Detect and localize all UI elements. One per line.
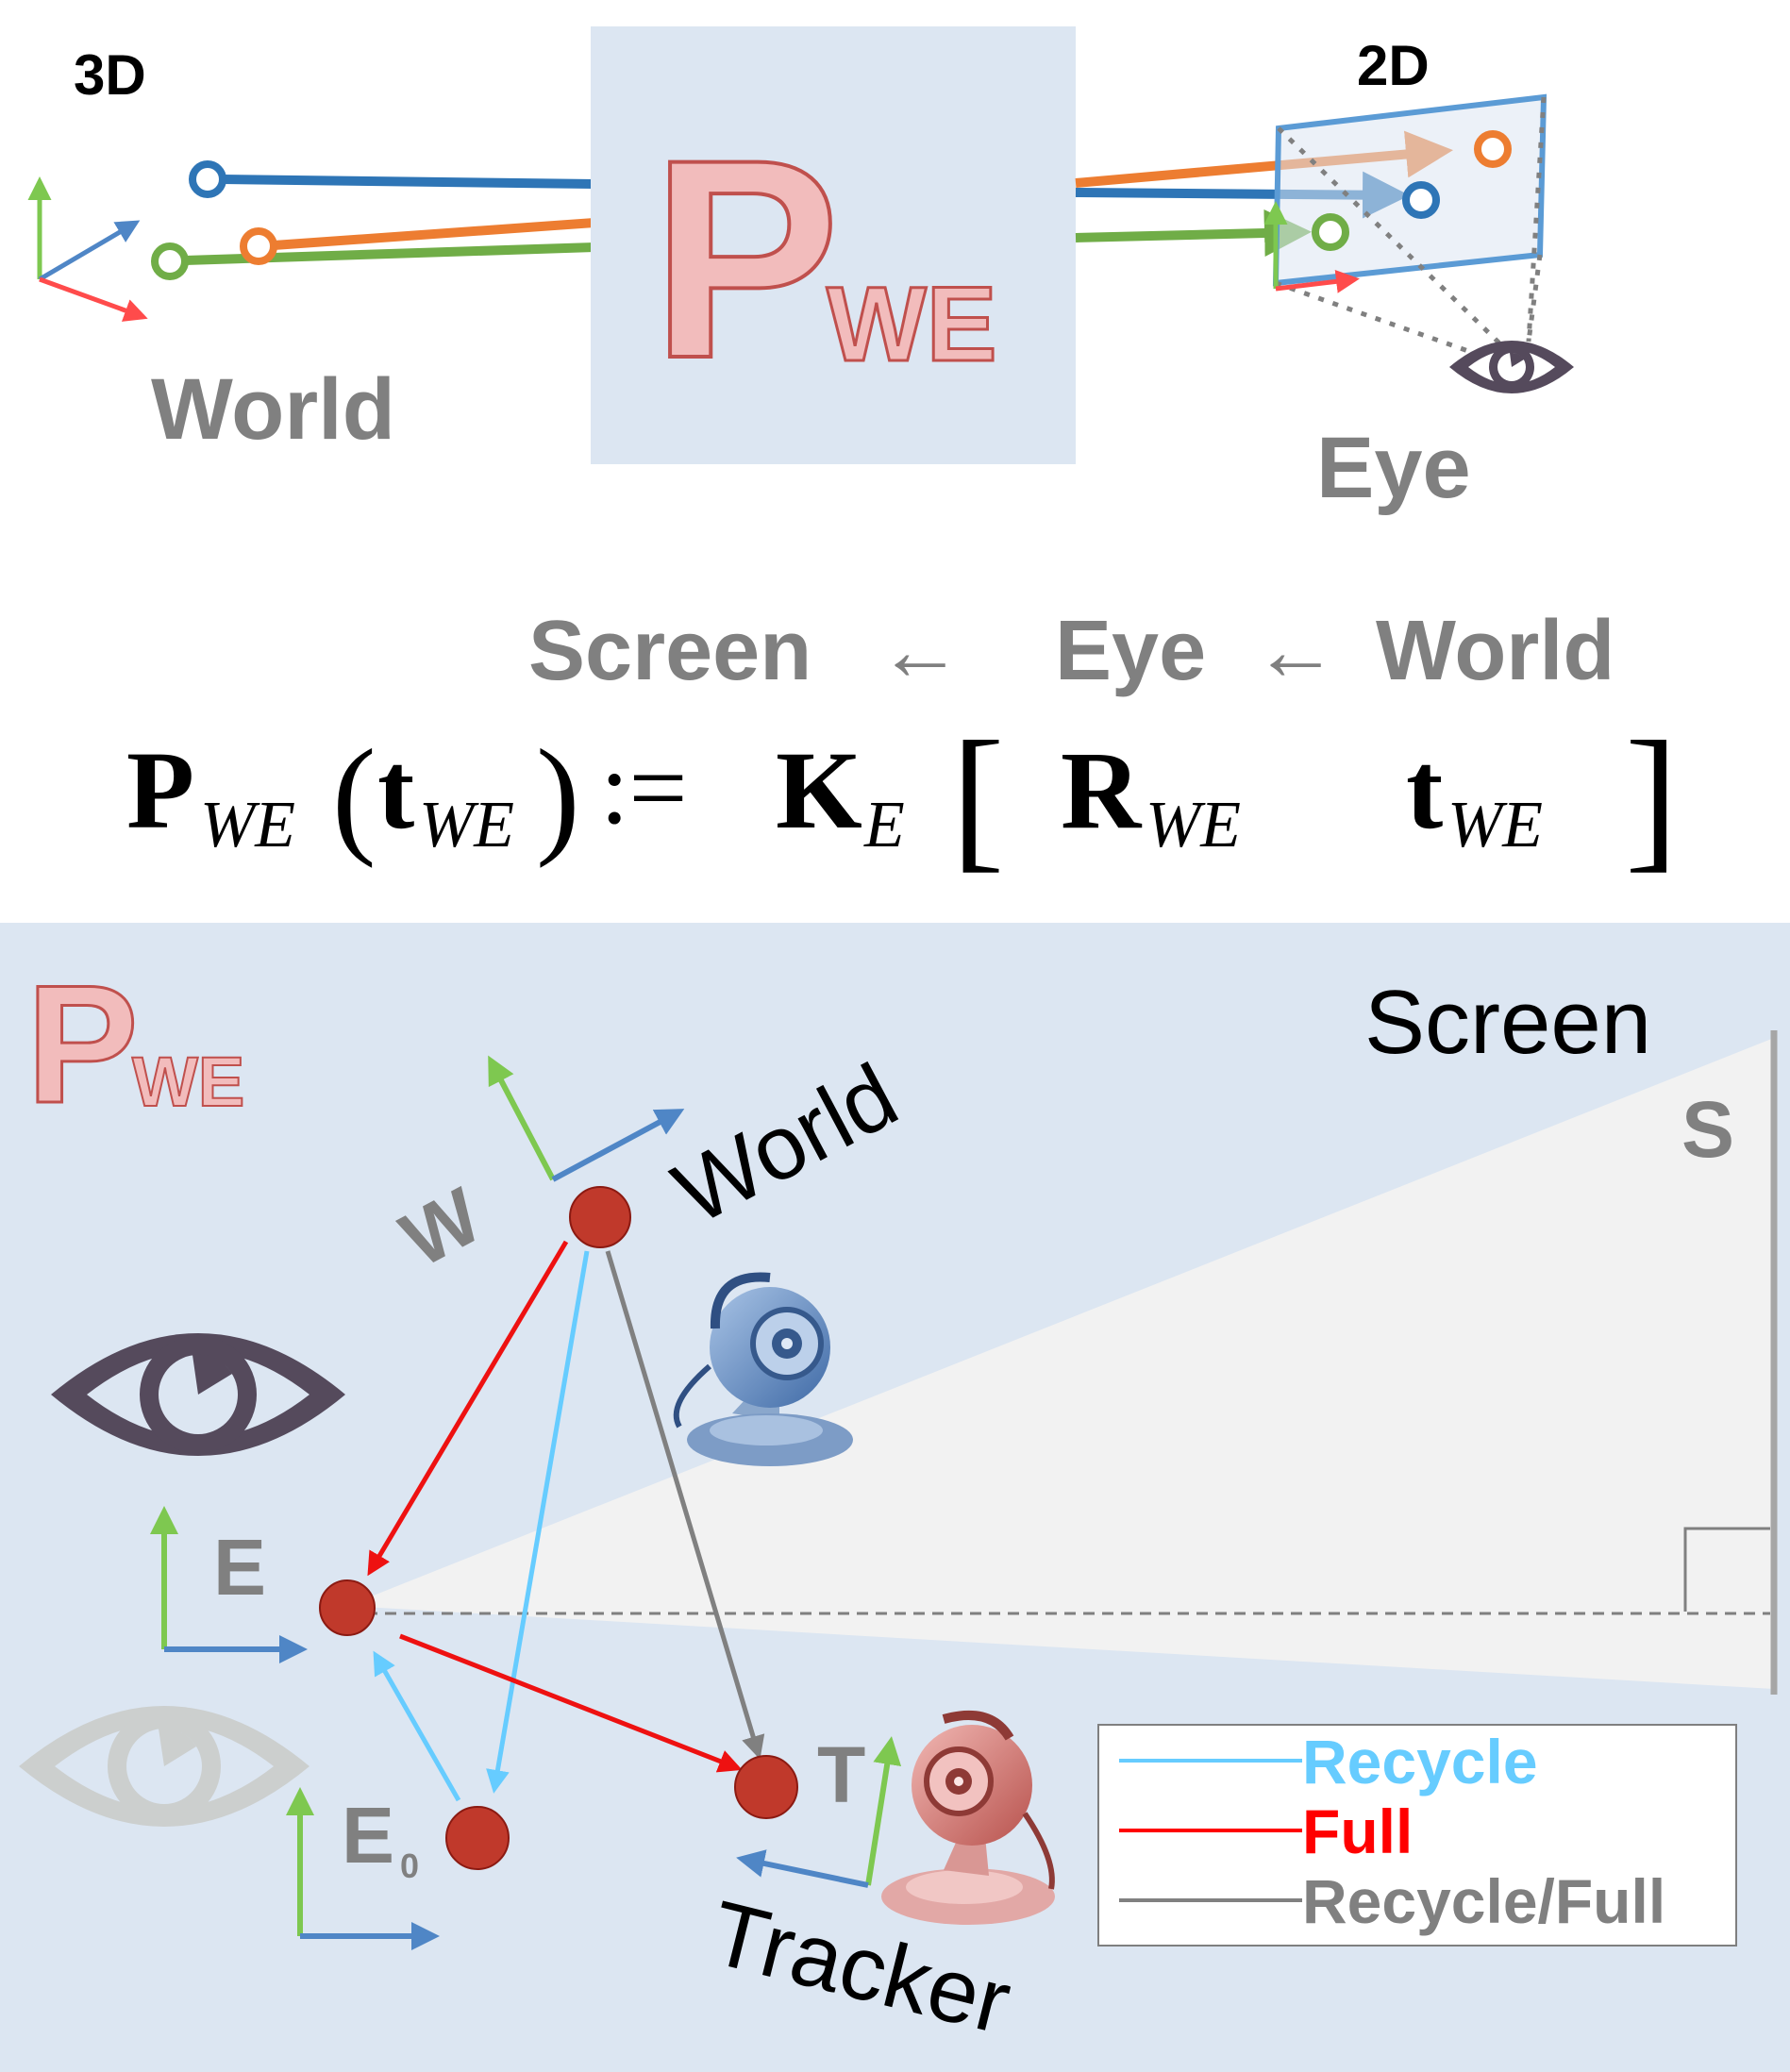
label-eye: Eye <box>1316 420 1471 516</box>
world-axes-icon <box>27 176 148 322</box>
chain-arrow-1: ← <box>878 604 962 698</box>
e0-point <box>445 1806 510 1870</box>
eq-t2: t <box>1406 728 1443 852</box>
tracker-letter: T <box>817 1730 865 1819</box>
top-diagram: 3D 2D World P WE <box>27 26 1574 516</box>
webcam-icon-world <box>673 1272 853 1466</box>
green-world-point <box>151 242 189 280</box>
label-world: World <box>151 361 395 458</box>
eq-P-sub: WE <box>200 789 295 861</box>
e0-subscript: 0 <box>400 1846 419 1885</box>
e0-letter: E <box>342 1791 394 1880</box>
arrow-world-to-e0 <box>486 1250 590 1794</box>
eq-t: t <box>377 728 414 852</box>
world-point <box>569 1186 631 1248</box>
projection-equation: P WE ( t WE ) := K E [ R WE t WE ] <box>126 709 1679 886</box>
webcam-icon-tracker <box>881 1710 1055 1925</box>
scene-logo-subscript: WE <box>132 1043 244 1121</box>
eq-rbracket: ] <box>1625 709 1679 886</box>
view-frustum <box>347 1038 1774 1689</box>
screen-letter: S <box>1681 1085 1734 1174</box>
eq-lparen: ( <box>332 723 376 869</box>
legend: Recycle Full Recycle/Full <box>1097 1724 1737 1947</box>
screen-label: Screen <box>1364 972 1651 1073</box>
arrow-world-to-tracker <box>605 1250 765 1760</box>
world-points <box>151 160 595 280</box>
eq-t2-sub: WE <box>1447 789 1543 861</box>
eq-rparen: ) <box>536 723 580 869</box>
transform-chain: Screen ← Eye ← World <box>528 604 1614 698</box>
scene-logo-letter: P <box>26 950 139 1138</box>
label-3d: 3D <box>74 43 146 107</box>
blue-world-point <box>189 160 226 198</box>
eq-K: K <box>776 728 862 852</box>
orange-world-point <box>240 227 277 265</box>
legend-label-recycle-full: Recycle/Full <box>1302 1866 1665 1936</box>
eye-icon <box>1449 341 1574 393</box>
projection-subscript: WE <box>827 265 996 383</box>
arrow-eye-to-tracker <box>399 1633 743 1773</box>
chain-screen: Screen <box>528 604 811 698</box>
transform-arrows <box>367 1240 765 1802</box>
projection-letter: P <box>651 100 840 417</box>
label-2d: 2D <box>1357 34 1430 97</box>
eye-letter: E <box>213 1523 266 1612</box>
chain-eye: Eye <box>1055 604 1206 698</box>
right-angle-marker <box>1683 1527 1770 1612</box>
tracker-point <box>734 1755 798 1819</box>
chain-arrow-2: ← <box>1253 604 1338 698</box>
eq-lbracket: [ <box>951 709 1005 886</box>
arrow-e0-to-eye <box>373 1650 461 1802</box>
eq-assign: := <box>600 730 688 845</box>
eq-P: P <box>126 728 194 852</box>
eye-icon-faded <box>19 1706 309 1827</box>
eq-K-sub: E <box>863 789 905 861</box>
projection-box <box>591 26 1076 464</box>
eq-R-sub: WE <box>1146 789 1241 861</box>
eye-point <box>319 1579 376 1636</box>
image-plane <box>1263 93 1547 366</box>
legend-label-recycle: Recycle <box>1302 1727 1538 1796</box>
legend-label-full: Full <box>1302 1796 1413 1866</box>
eye-icon-large <box>51 1333 345 1456</box>
chain-world: World <box>1376 604 1614 698</box>
eq-R: R <box>1061 728 1143 852</box>
arrow-world-to-eye <box>367 1240 569 1577</box>
bottom-scene: P WE Screen S W World <box>0 923 1790 2072</box>
eq-t-sub: WE <box>419 789 514 861</box>
